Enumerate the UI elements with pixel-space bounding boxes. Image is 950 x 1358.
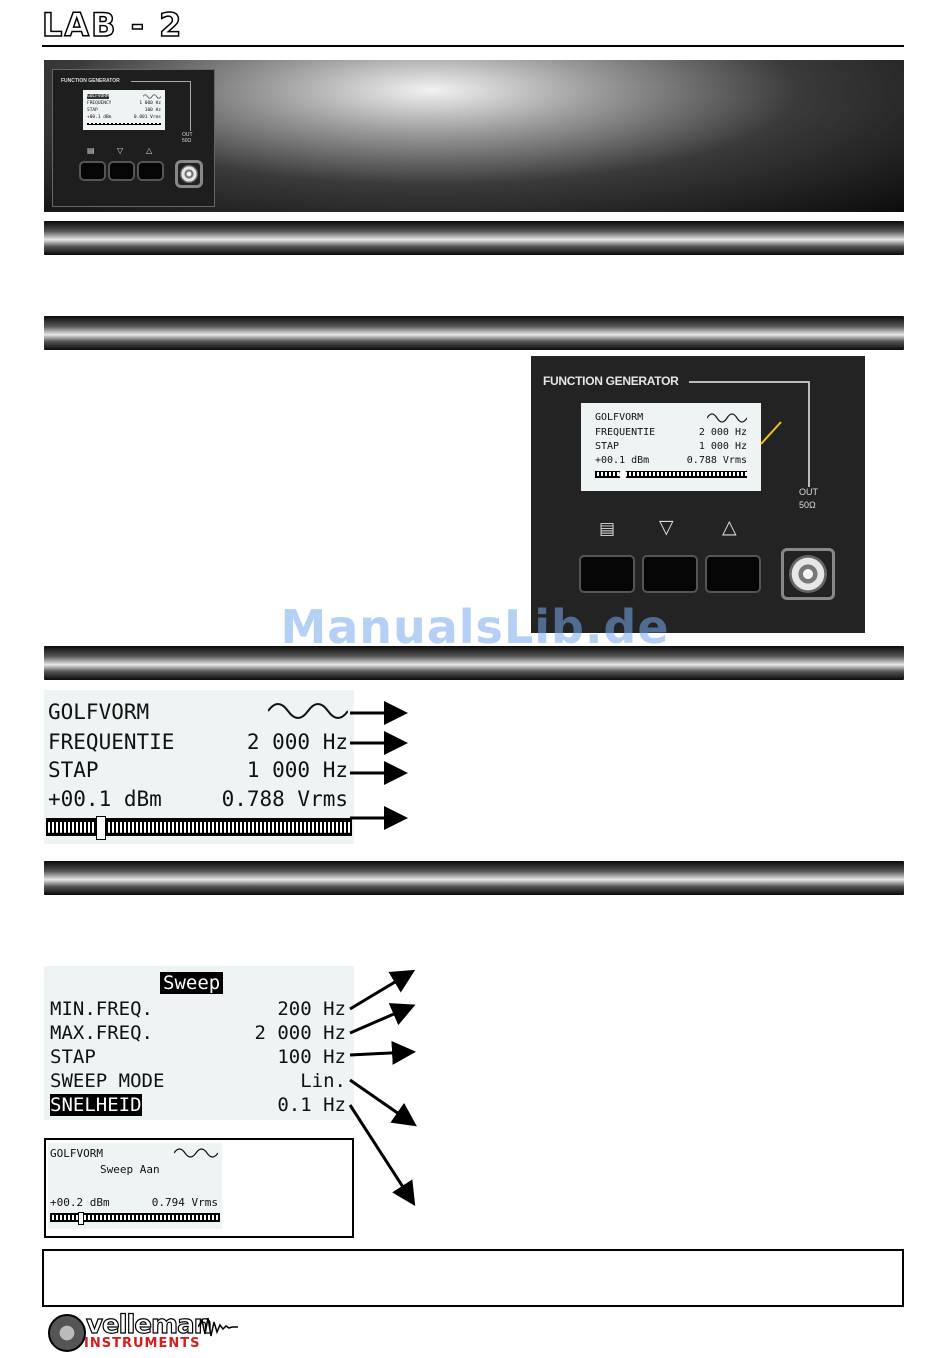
detail-row-value: 1 000 Hz (246, 758, 348, 782)
detail-arrows (350, 701, 408, 830)
section-bar-3 (44, 646, 904, 680)
detail-row-value: 2 000 Hz (246, 730, 348, 754)
small-lcd-row4-label: +00.1 dBm (87, 115, 112, 120)
small-panel-photo: FUNCTION GENERATOR GOLFVORM FREQUENCY 1 … (52, 69, 215, 207)
sweep-row-label: MIN.FREQ. (50, 998, 153, 1020)
sweep-row-label: SWEEP MODE (50, 1070, 165, 1092)
header-rule (42, 45, 904, 47)
display-detail: GOLFVORM FREQUENTIE 2 000 Hz STAP 1 000 … (44, 690, 354, 844)
down-button[interactable] (642, 555, 698, 593)
sweep-active-display: GOLFVORM Sweep Aan +00.2 dBm 0.794 Vrms (48, 1143, 222, 1229)
small-panel-out-line (190, 81, 191, 131)
small-lcd-row1-label: GOLFVORM (87, 94, 109, 99)
section-bar-4 (44, 861, 904, 895)
front-lcd-level-bar (595, 471, 747, 478)
watermark: ManualsLib.de (280, 600, 670, 654)
front-lcd-row4-value: 0.788 Vrms (686, 455, 747, 466)
front-lcd-row2-label: FREQUENTIE (595, 427, 656, 438)
sweep-active-level-value: 0.794 Vrms (151, 1196, 218, 1209)
sine-wave-icon (707, 413, 747, 423)
detail-row-label: STAP (48, 758, 99, 782)
up-button[interactable] (705, 555, 761, 593)
sweep-active-level-marker (78, 1212, 84, 1225)
detail-level-bar (46, 818, 352, 836)
front-panel-photo: FUNCTION GENERATOR GOLFVORM FREQUENTIE 2… (531, 356, 865, 633)
detail-level-marker (96, 816, 106, 840)
detail-row-label: GOLFVORM (48, 700, 150, 724)
sweep-active-status: Sweep Aan (100, 1163, 160, 1176)
small-up-button[interactable] (137, 161, 164, 181)
sweep-row-value: 100 Hz (277, 1046, 346, 1068)
front-panel-impedance: 50Ω (799, 500, 816, 510)
small-panel-impedance: 50Ω (182, 138, 192, 144)
arrow-up-icon: △ (146, 146, 153, 155)
front-panel-out-line (808, 381, 810, 487)
small-bnc-output (175, 160, 203, 188)
sine-wave-icon (268, 703, 348, 719)
small-lcd-row2-value: 1 000 Hz (139, 101, 161, 106)
sweep-row-value: 0.1 Hz (277, 1094, 346, 1116)
small-lcd-row3-value: 100 Hz (144, 108, 161, 113)
section-bar-2 (44, 316, 904, 350)
sweep-row-label-selected: SNELHEID (50, 1094, 142, 1116)
bnc-output-connector (781, 548, 835, 600)
small-lcd-row3-label: STAP (87, 108, 98, 113)
arrow-down-icon: ▽ (117, 146, 124, 155)
section-bar-1 (44, 221, 904, 255)
front-panel-title: FUNCTION GENERATOR (543, 374, 679, 388)
detail-row-label: FREQUENTIE (48, 730, 175, 754)
front-panel-out-label: OUT (799, 487, 818, 497)
small-panel-title-line (131, 81, 191, 82)
front-panel-lcd: GOLFVORM FREQUENTIE 2 000 Hz STAP 1 000 … (581, 403, 761, 491)
sweep-menu-display: Sweep MIN.FREQ. 200 Hz MAX.FREQ. 2 000 H… (44, 966, 354, 1120)
note-box (42, 1249, 904, 1307)
front-lcd-level-marker (619, 470, 627, 479)
sweep-active-level-label: +00.2 dBm (50, 1196, 110, 1209)
small-menu-button[interactable] (79, 161, 106, 181)
velleman-sub: INSTRUMENTS (84, 1336, 201, 1351)
arrow-up-icon: △ (722, 516, 737, 538)
small-lcd-row2-label: FREQUENCY (87, 101, 112, 106)
small-lcd-level-bar (87, 123, 161, 125)
menu-icon: ▤ (87, 146, 95, 155)
sweep-menu-title: Sweep (160, 972, 224, 994)
front-lcd-row2-value: 2 000 Hz (698, 427, 747, 438)
small-panel-out-label: OUT (182, 132, 193, 138)
arrow-down-icon: ▽ (659, 516, 674, 538)
front-panel-title-line (689, 381, 809, 383)
sine-wave-icon (143, 94, 161, 99)
menu-button[interactable] (579, 555, 635, 593)
sweep-row-value: 2 000 Hz (254, 1022, 346, 1044)
lab2-logo: LAB - 2 (41, 5, 184, 45)
sweep-row-label: STAP (50, 1046, 96, 1068)
small-panel-lcd: GOLFVORM FREQUENCY 1 000 Hz STAP 100 Hz … (83, 90, 165, 130)
small-down-button[interactable] (108, 161, 135, 181)
sine-wave-icon (174, 1148, 218, 1158)
front-lcd-row4-label: +00.1 dBm (595, 455, 650, 466)
menu-icon: ▤ (599, 519, 616, 539)
sweep-arrows (348, 969, 417, 1207)
waveform-icon (198, 1317, 238, 1337)
small-panel-title: FUNCTION GENERATOR (61, 78, 120, 84)
velleman-logo: velleman INSTRUMENTS (48, 1309, 238, 1352)
front-lcd-row3-value: 1 000 Hz (698, 441, 747, 452)
sweep-active-level-bar (50, 1213, 220, 1222)
sweep-row-value: Lin. (300, 1070, 346, 1092)
velleman-emblem-icon (48, 1314, 86, 1352)
indicator-line (760, 421, 782, 445)
velleman-brand: velleman (85, 1309, 212, 1340)
sweep-row-value: 200 Hz (277, 998, 346, 1020)
sweep-row-label: MAX.FREQ. (50, 1022, 153, 1044)
front-lcd-row3-label: STAP (595, 441, 620, 452)
detail-row-value: 0.788 Vrms (221, 787, 348, 811)
detail-row-label: +00.1 dBm (48, 787, 162, 811)
sweep-active-label: GOLFVORM (50, 1147, 103, 1160)
front-lcd-row1-label: GOLFVORM (595, 412, 644, 423)
small-lcd-row4-value: 0.001 Vrms (133, 115, 161, 120)
